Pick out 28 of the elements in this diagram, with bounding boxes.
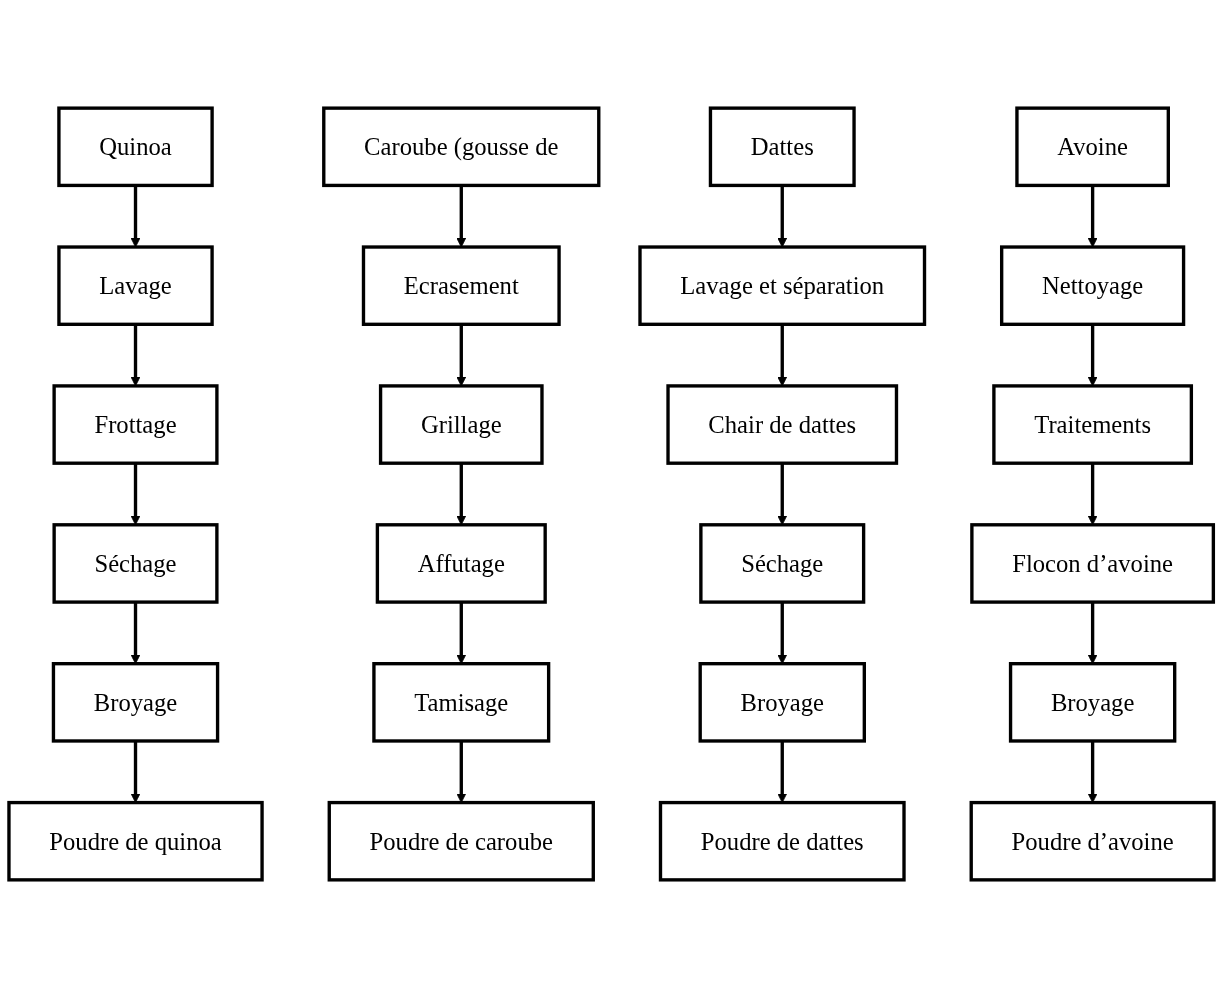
node-box: Broyage (1008, 662, 1177, 743)
node-box: Affutage (375, 523, 547, 604)
node-box: Ecrasement (361, 245, 561, 326)
node-box: Séchage (699, 523, 866, 604)
node-box: Lavage et séparation (638, 245, 927, 326)
node-box: Lavage (57, 245, 214, 326)
arrow (130, 185, 141, 248)
node-box: Dattes (708, 106, 856, 188)
node-box: Broyage (698, 662, 866, 743)
node-box: Tamisage (372, 662, 551, 743)
arrow (777, 185, 788, 248)
node-box: Poudre de dattes (658, 800, 906, 882)
node-box: Frottage (52, 384, 219, 465)
node-box: Avoine (1015, 106, 1170, 188)
node-box: Traitements (992, 384, 1194, 465)
node-box: Poudre de quinoa (7, 800, 264, 882)
node-box: Nettoyage (1000, 245, 1186, 326)
node-box: Chair de dattes (666, 384, 899, 465)
arrow (1087, 185, 1098, 248)
node-box: Grillage (378, 384, 544, 465)
node-box: Broyage (51, 662, 220, 743)
node-box: Poudre d’avoine (969, 800, 1216, 882)
node-box: Caroube (gousse de (322, 106, 601, 188)
node-box: Poudre de caroube (327, 800, 595, 882)
arrow (456, 185, 467, 248)
node-box: Flocon d’avoine (970, 523, 1216, 604)
node-box: Quinoa (57, 106, 214, 188)
node-box: Séchage (52, 523, 219, 604)
